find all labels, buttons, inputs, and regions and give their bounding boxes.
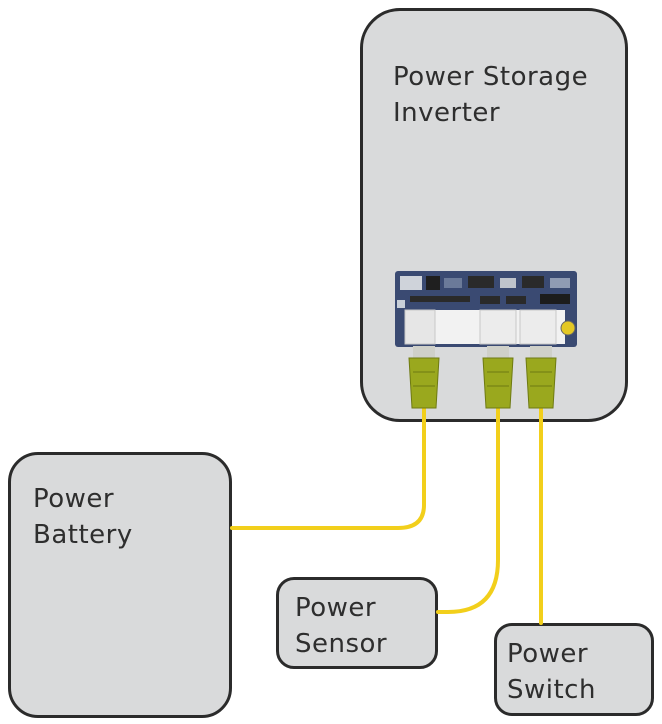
cable-battery <box>230 406 426 530</box>
switch-box: Power Switch <box>494 623 654 716</box>
battery-label: Power Battery <box>33 484 133 550</box>
battery-box: Power Battery <box>8 452 232 718</box>
inverter-label: Power Storage Inverter <box>393 62 589 128</box>
circuit-board <box>395 271 577 347</box>
connector-battery <box>408 346 440 409</box>
connector-switch <box>525 346 557 409</box>
connector-sensor <box>482 346 514 409</box>
cable-sensor <box>436 406 500 614</box>
switch-label: Power Switch <box>507 639 596 705</box>
sensor-label: Power Sensor <box>295 593 388 659</box>
sensor-box: Power Sensor <box>276 577 438 669</box>
